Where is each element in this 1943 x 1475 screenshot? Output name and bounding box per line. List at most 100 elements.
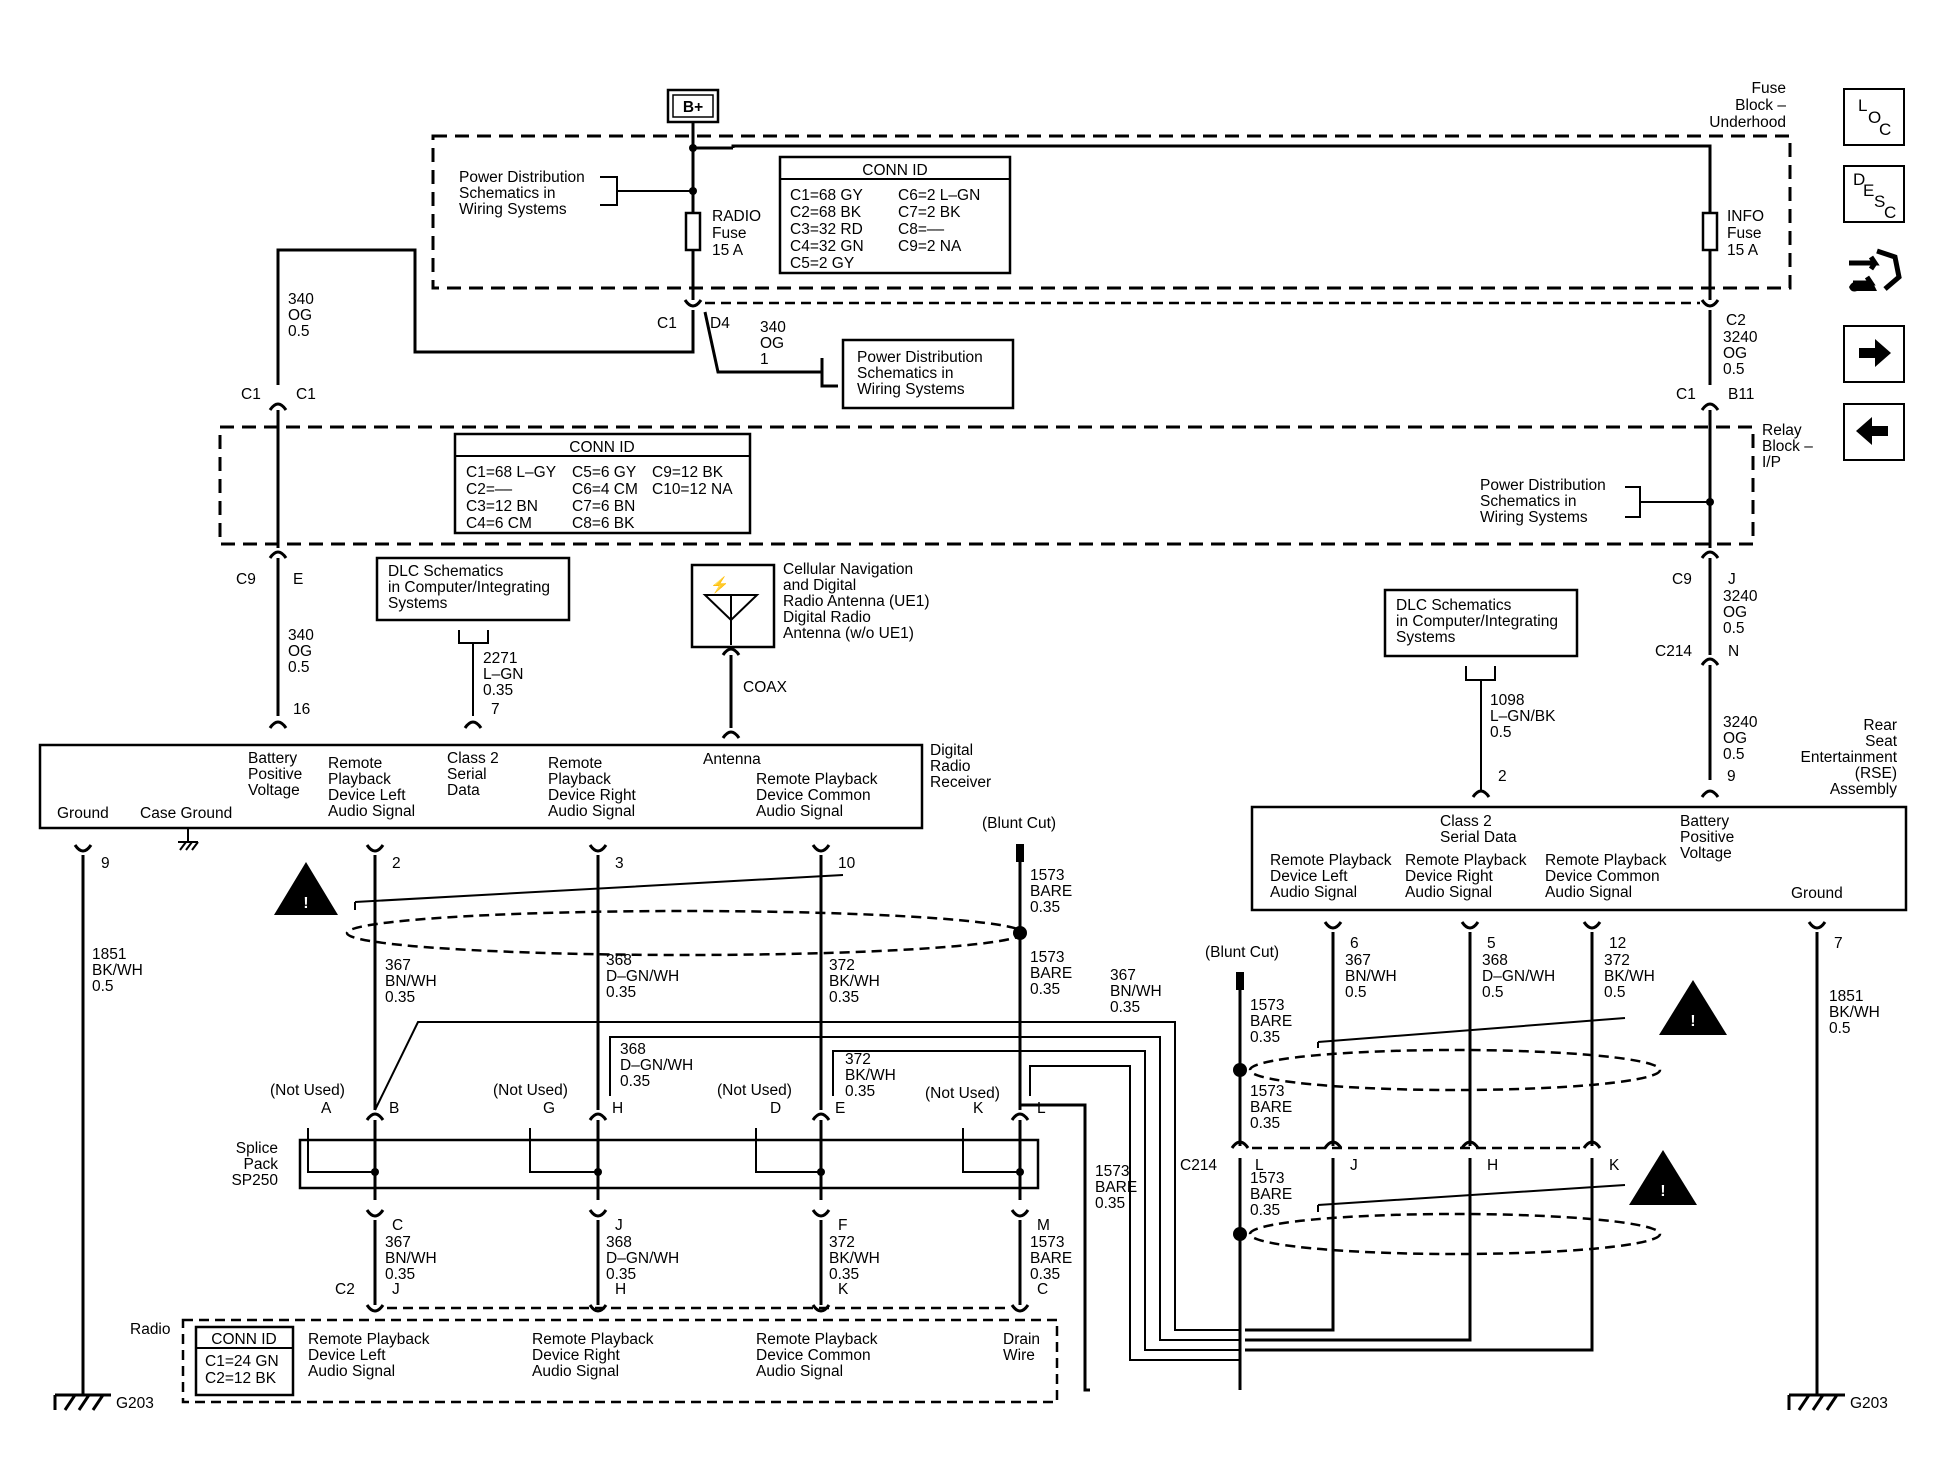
diagram-label: 0.35 [1250,1115,1280,1132]
fuse-block-outline [431,134,1792,290]
diagram-label: 0.35 [606,984,636,1001]
radio-fuse-label-2: Fuse [712,225,746,242]
diagram-label: 3240 [1723,714,1758,731]
diagram-label: Wiring Systems [857,381,965,398]
diagram-label: Radio [930,758,971,775]
radio-outline [181,1318,1059,1404]
diagram-label: Receiver [930,774,991,791]
diagram-label: 0.35 [1095,1195,1125,1212]
battery-source-label: B+ [683,99,703,116]
diagram-label: DLC Schematics [1396,597,1512,614]
diagram-label: Radio [130,1321,171,1338]
diagram-label: E [835,1100,845,1117]
diagram-label: 0.35 [829,989,859,1006]
diagram-label: 9 [1727,768,1736,785]
diagram-label: D [770,1100,781,1117]
diagram-label: BARE [1250,1013,1292,1030]
diagram-label: C2 [335,1281,355,1298]
diagram-label: F [838,1217,847,1234]
diagram-label: Class 2 [447,750,499,767]
diagram-label: C [392,1217,403,1234]
diagram-label: Audio Signal [756,1363,843,1380]
diagram-label: N [1728,643,1739,660]
diagram-label: Device Right [548,787,637,804]
diagram-label: Drain [1003,1331,1040,1348]
diagram-label: C214 [1180,1157,1217,1174]
diagram-label: C8=6 BK [572,515,635,532]
diagram-label: C1 [241,386,261,403]
diagram-label: 0.35 [385,1266,415,1283]
diagram-label: BARE [1250,1099,1292,1116]
diagram-label: Audio Signal [308,1363,395,1380]
diagram-label: H [615,1281,626,1298]
diagram-label: OG [1723,604,1747,621]
diagram-label: 0.35 [606,1266,636,1283]
diagram-label: Remote [328,755,382,772]
diagram-label: K [973,1100,984,1117]
diagram-label: C3=32 RD [790,221,863,238]
diagram-label: 0.5 [288,323,310,340]
description-button[interactable]: D E S C [1843,165,1905,223]
diagram-label: 3240 [1723,588,1758,605]
diagram-label: ! [1690,1013,1695,1030]
diagram-label: C2 [1726,312,1746,329]
diagram-label: Device Right [1405,868,1494,885]
diagram-label: Audio Signal [756,803,843,820]
diagram-label: Block – [1762,438,1813,455]
diagram-label: G [543,1100,555,1117]
diagram-label: 0.5 [1723,361,1745,378]
location-button[interactable]: L O C [1843,88,1905,146]
diagram-label: 3240 [1723,329,1758,346]
diagram-label: Assembly [1830,781,1897,798]
diagram-label: 1573 [1250,997,1284,1014]
diagram-label: 1573 [1030,1234,1064,1251]
dlc-ref-left [375,556,571,622]
diagram-label: Remote Playback [1405,852,1527,869]
pdist-ref-3: Wiring Systems [459,201,567,218]
diagram-label: Device Left [1270,868,1348,885]
diagram-label: D–GN/WH [606,1250,679,1267]
next-page-button[interactable] [1843,325,1905,383]
diagram-label: 2271 [483,650,517,667]
diagram-label: C2=68 BK [790,204,862,221]
warning-icon [274,862,338,915]
diagram-label: E [293,571,303,588]
warning-icon [1659,980,1727,1035]
diagram-label: C6=4 CM [572,481,638,498]
diagram-label: Splice [236,1140,278,1157]
diagram-label: 368 [606,1234,632,1251]
dlc-ref-right [1383,588,1579,658]
diagram-label: 367 [1345,952,1371,969]
diagram-label: 0.5 [1723,746,1745,763]
diagram-label: Ground [57,805,109,822]
antenna-box [690,563,776,649]
diagram-label: SP250 [231,1172,278,1189]
diagram-label: Positive [248,766,302,783]
diagram-label: Relay [1762,422,1802,439]
diagram-label: Remote [548,755,602,772]
previous-page-button[interactable] [1843,403,1905,461]
diagram-label: 0.35 [385,989,415,1006]
diagram-label: 0.35 [845,1083,875,1100]
diagram-label: (Blunt Cut) [982,815,1056,832]
diagram-label: 0.35 [1250,1029,1280,1046]
digital-radio-receiver [38,743,924,830]
diagram-label: 0.5 [1345,984,1367,1001]
diagram-label: BK/WH [1829,1004,1880,1021]
diagram-label: 1573 [1250,1083,1284,1100]
diagram-label: ! [303,895,308,912]
diagram-label: C7=6 BN [572,498,635,515]
diagram-label: OG [760,335,784,352]
diagram-label: CONN ID [569,439,634,456]
diagram-label: 1573 [1250,1170,1284,1187]
diagram-label: C214 [1655,643,1692,660]
diagram-label: Digital Radio [783,609,871,626]
diagram-label: J [1728,571,1736,588]
diagram-label: J [1350,1157,1358,1174]
diagram-label: Seat [1865,733,1898,750]
diagram-label: Device Common [1545,868,1660,885]
diagram-label: Serial Data [1440,829,1517,846]
connector-tool-icon[interactable] [1843,243,1905,303]
diagram-label: Audio Signal [1405,884,1492,901]
diagram-label: BK/WH [92,962,143,979]
